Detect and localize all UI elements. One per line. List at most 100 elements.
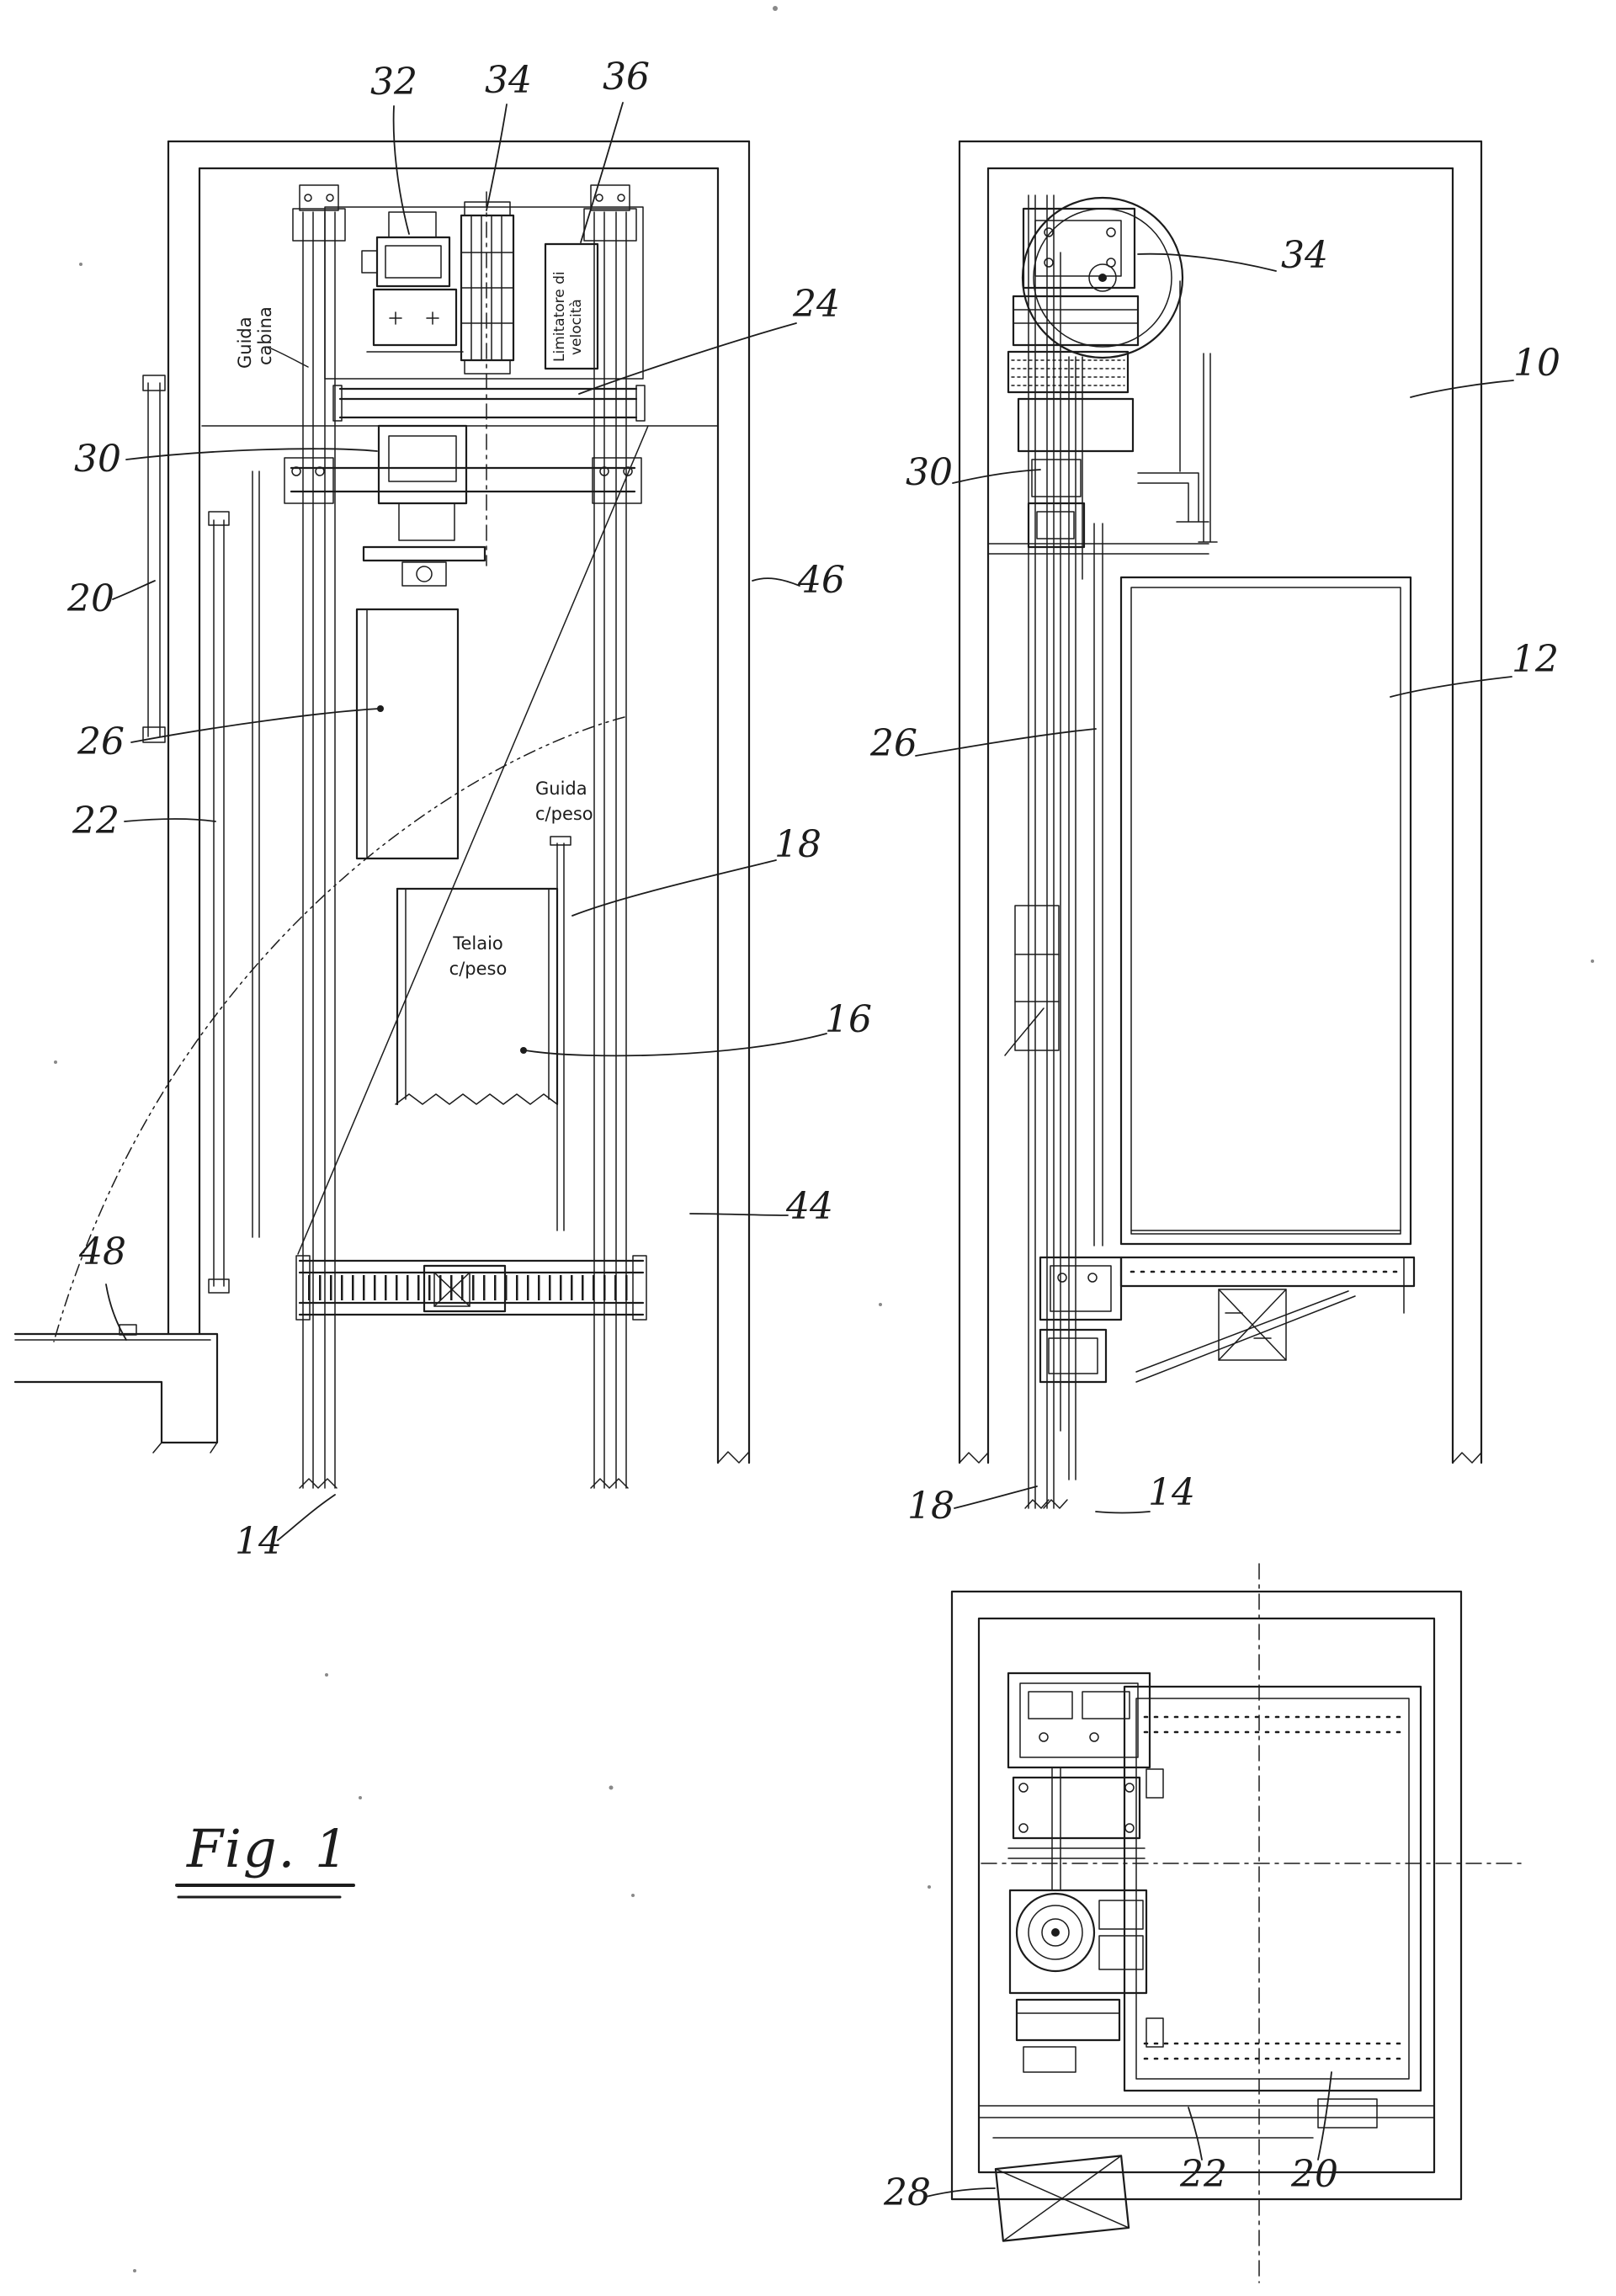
guida-cabina-label: Guida cabina [235,306,309,369]
machine-bedplate [201,385,718,427]
car-plan [1123,1685,1422,2092]
machine-plan [1007,1672,1151,2073]
telaio-label-line1: Telaio [452,933,503,954]
front-elevation-view: Limitatore di velocità [13,56,872,1563]
rails-and-ropes-side [1004,194,1103,1509]
cw-guide-rail-front [550,836,571,1231]
figure-caption-text: Fig. 1 [186,1818,349,1879]
leader-28 [925,2187,996,2198]
guida-cpeso-line2: c/peso [535,804,593,824]
leader-44 [689,1213,789,1216]
side-elevation-view: 34 10 30 12 26 18 14 [869,140,1560,1528]
leader-14-front [277,1494,336,1541]
leader-46 [752,577,800,587]
car-body-side [1119,576,1412,1246]
diagonal-brace [1135,1290,1356,1383]
counterweight-side [1093,523,1103,1246]
front-ref-labels: 32 34 36 24 30 20 26 22 18 16 44 [66,56,872,1563]
overspeed-governor-box: Limitatore di velocità [544,242,599,370]
centerlines-plan [981,1563,1528,2283]
ref-label-34-side: 34 [1281,234,1328,277]
cw-frame-front: Telaio c/peso [395,887,559,1106]
leader-26-side [915,728,1097,757]
ref-label-44: 44 [785,1185,833,1228]
leader-18-side [954,1485,1038,1509]
leader-14-side [1095,1511,1151,1514]
machine-assembly-side [987,196,1218,555]
counterweight-front [355,608,460,860]
limitatore-label-line2: velocità [568,299,585,355]
ref-label-14-front: 14 [235,1520,282,1563]
ref-label-22-plan: 22 [1179,2153,1227,2196]
crossed-box-plan [994,2155,1130,2242]
ref-label-36: 36 [603,56,650,98]
ref-label-20-plan: 20 [1290,2153,1338,2196]
break-line [395,1093,558,1105]
plan-ref-labels: 28 22 20 [883,2071,1338,2214]
ref-label-34-front: 34 [485,59,532,102]
shaft-walls-front [167,140,751,1464]
rail-marks-plan [1146,1768,1164,2048]
guida-cabina-line1: Guida [235,316,255,369]
ref-label-20: 20 [66,577,114,620]
leader-34-front [486,104,508,211]
traction-sheave-front [460,191,515,566]
plan-view: 28 22 20 [883,1563,1528,2283]
car-side [1119,576,1412,1246]
ref-label-18-front: 18 [774,823,821,866]
leader-24 [578,322,797,395]
side-ref-labels: 34 10 30 12 26 18 14 [869,234,1560,1528]
motor-end-circle [1015,1892,1096,1973]
machine-lower-front [362,424,486,587]
leader-20 [112,580,156,600]
machine-assembly-front: Limitatore di velocità [201,191,718,587]
ref-label-14-side: 14 [1148,1471,1195,1514]
leader-32 [392,105,410,235]
figure-caption: Fig. 1 [175,1818,355,1899]
leader-36 [580,102,624,243]
rail-bracket-side [1014,905,1060,1051]
ref-label-26-side: 26 [869,722,917,765]
leader-16 [524,1033,827,1057]
swing-arc [53,716,625,1342]
ref-label-30-front: 30 [74,438,121,481]
leader-12 [1390,676,1512,698]
bracket-post [1198,353,1218,543]
leader-22-front [124,818,216,822]
leader-48 [105,1284,127,1341]
machine-frame [324,206,644,380]
ref-label-46: 46 [797,559,845,602]
leader-30-side [952,469,1041,484]
ref-label-12: 12 [1512,638,1559,681]
leader-22-plan [1188,2107,1203,2160]
undercar-machinery-side [1039,1256,1416,1384]
guida-cpeso-line1: Guida [535,779,587,799]
leader-18-front [571,859,777,917]
ref-label-10: 10 [1513,342,1560,385]
ref-label-48: 48 [78,1230,126,1273]
ref-label-16: 16 [825,998,872,1041]
ref-label-28: 28 [883,2171,931,2214]
leader-30-front [125,448,378,460]
machine-support-beams [284,457,642,504]
leader-20-plan [1317,2071,1332,2160]
governor-rope-front [297,425,649,1255]
hoist-motor-front [361,211,464,353]
shaft-walls-side [958,140,1483,1464]
wall-bracket-arm [1137,472,1209,523]
ref-label-24: 24 [792,283,840,326]
leader-34-side [1137,252,1277,272]
guida-cabina-line2: cabina [255,306,275,365]
leader-26-front [130,708,380,743]
ref-label-26-front: 26 [77,720,125,763]
telaio-label-line2: c/peso [449,959,508,979]
toe-guard [1119,1256,1416,1288]
landing-lines-plan [978,2098,1435,2139]
limitatore-label-line1: Limitatore di [551,271,568,362]
pit-floor-slab [13,1324,219,1454]
terminal-block [1007,350,1130,394]
buffer-beam-front [295,1255,647,1321]
ref-label-22-front: 22 [72,800,120,842]
guide-rails-front [142,184,637,1489]
